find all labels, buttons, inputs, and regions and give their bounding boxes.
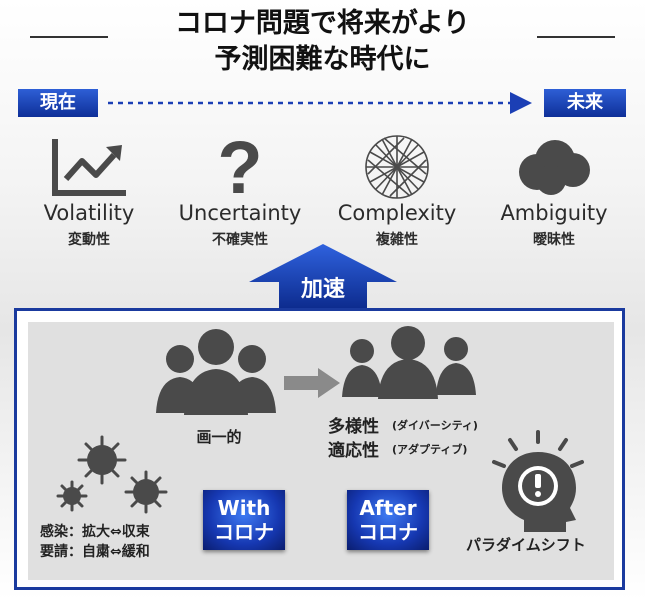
vuca-complexity-jp: 複雑性: [376, 232, 418, 248]
virus-icon: [56, 435, 168, 514]
uniform-label: 画一的: [196, 428, 242, 446]
accelerate-label: 加速: [300, 277, 345, 302]
cloud-icon: [519, 140, 590, 195]
infection-line-1: 感染：拡大⇔収束: [40, 524, 150, 540]
vuca-volatility-en: Volatility: [43, 201, 135, 225]
after-corona-top: After: [359, 496, 417, 520]
trend-chart-icon: [52, 139, 126, 196]
title-line-2: 予測困難な時代に: [214, 44, 431, 75]
accelerate-arrow-icon: [249, 244, 397, 310]
vuca-ambiguity-en: Ambiguity: [500, 201, 608, 225]
infection-line-2: 要請：自粛⇔緩和: [40, 544, 150, 560]
paradigm-shift-label: パラダイムシフト: [466, 536, 586, 554]
future-tag: 未来: [544, 89, 626, 117]
adaptive-note: (アダプティブ): [392, 443, 468, 456]
title-line-1: コロナ問題で将来がより: [174, 8, 471, 39]
timeline-arrow: [108, 92, 532, 114]
vuca-complexity-en: Complexity: [337, 201, 457, 225]
present-tag: 現在: [18, 89, 98, 117]
diversity-note: (ダイバーシティ): [392, 419, 478, 432]
tangled-network-icon: [365, 135, 429, 199]
vuca-ambiguity-jp: 曖昧性: [533, 232, 575, 248]
uniform-people-icon: [156, 329, 276, 415]
title-right-rule: [537, 36, 615, 38]
vuca-volatility-jp: 変動性: [68, 232, 110, 248]
after-corona-badge: After コロナ: [347, 490, 429, 550]
with-corona-badge: With コロナ: [203, 490, 285, 550]
svg-text:?: ?: [217, 133, 262, 201]
head-exclamation-icon: [492, 430, 584, 532]
diversity-label: 多様性: [328, 417, 379, 437]
vuca-uncertainty-en: Uncertainty: [178, 201, 302, 225]
question-mark-icon: ?: [217, 133, 262, 201]
after-corona-bottom: コロナ: [358, 520, 418, 544]
vuca-uncertainty-jp: 不確実性: [212, 232, 268, 248]
diverse-people-icon: [342, 326, 476, 399]
transition-arrow-icon: [284, 368, 340, 398]
corona-panel-inner: [28, 322, 614, 580]
title-left-rule: [30, 36, 108, 38]
with-corona-top: With: [217, 496, 271, 520]
adaptive-label: 適応性: [328, 441, 379, 461]
with-corona-bottom: コロナ: [214, 520, 274, 544]
